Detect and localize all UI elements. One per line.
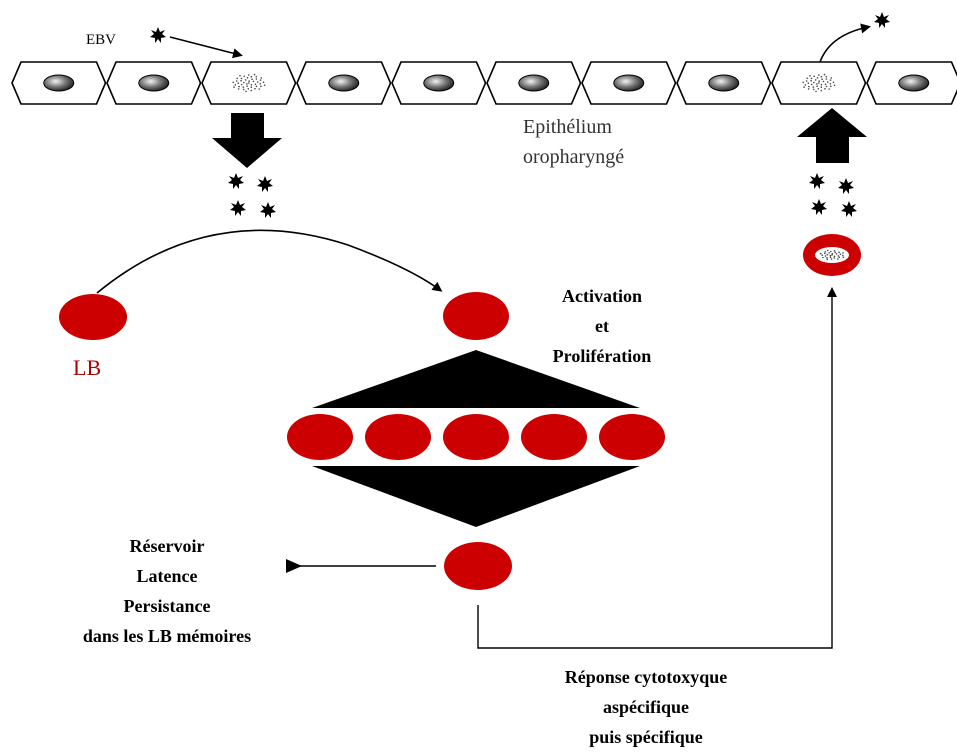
proliferating-b-cell [287, 414, 353, 460]
response-label-line1: Réponse cytotoxyque [565, 667, 728, 687]
resting-b-cell [59, 294, 127, 340]
released-virions-cluster-left [228, 173, 276, 218]
released-virions-cluster-right [809, 173, 857, 217]
cell-nucleus [613, 74, 645, 92]
infection-curve-arrow [96, 229, 443, 294]
down-block-arrow [212, 113, 282, 168]
response-label-line2: aspécifique [603, 697, 689, 717]
virus-exit-arrow [819, 23, 871, 63]
cytotoxic-response-arrow [477, 287, 837, 649]
up-block-arrow [797, 108, 867, 163]
lytic-b-cell-viral-particles [819, 249, 845, 261]
proliferating-b-cell [599, 414, 665, 460]
proliferating-b-cells [287, 414, 665, 460]
response-label-line3: puis spécifique [589, 727, 703, 747]
activated-b-cell [443, 292, 509, 340]
cell-nucleus [328, 74, 360, 92]
activation-label-line2: et [595, 316, 609, 336]
epithelial-cell [391, 61, 487, 105]
reservoir-label-line4: dans les LB mémoires [83, 626, 251, 646]
cell-nucleus [708, 74, 740, 92]
activation-label-line1: Activation [562, 286, 642, 306]
epithelial-cell [486, 61, 582, 105]
infected-epithelial-cell [771, 61, 867, 105]
reservoir-label-line2: Latence [137, 566, 198, 586]
ebv-label: EBV [86, 32, 116, 48]
epithelium-cell-row [11, 61, 957, 105]
b-cell-label: LB [73, 355, 101, 380]
epithelial-cell [866, 61, 957, 105]
cell-nucleus [423, 74, 455, 92]
epithelium-label-line2: oropharyngé [523, 146, 624, 168]
activation-label-line3: Prolifération [553, 346, 652, 366]
proliferation-triangle-top [312, 350, 640, 408]
cell-nucleus [518, 74, 550, 92]
cell-nucleus [138, 74, 170, 92]
proliferating-b-cell [521, 414, 587, 460]
proliferating-b-cell [365, 414, 431, 460]
epithelial-cell [11, 61, 107, 105]
proliferation-triangle-bottom [312, 466, 640, 527]
released-virus-icon [874, 12, 890, 28]
cell-nucleus [898, 74, 930, 92]
proliferating-b-cell [443, 414, 509, 460]
epithelial-cell [676, 61, 772, 105]
reservoir-label-line1: Réservoir [130, 536, 205, 556]
memory-b-cell [444, 542, 512, 590]
infected-epithelial-cell [201, 61, 297, 105]
epithelial-cell [581, 61, 677, 105]
epithelium-label-line1: Epithélium [523, 116, 612, 138]
cell-nucleus [43, 74, 75, 92]
reservoir-label-line3: Persistance [124, 596, 211, 616]
epithelial-cell [106, 61, 202, 105]
epithelial-cell [296, 61, 392, 105]
ebv-virus-icon [150, 27, 166, 43]
virus-entry-arrow [169, 36, 243, 59]
